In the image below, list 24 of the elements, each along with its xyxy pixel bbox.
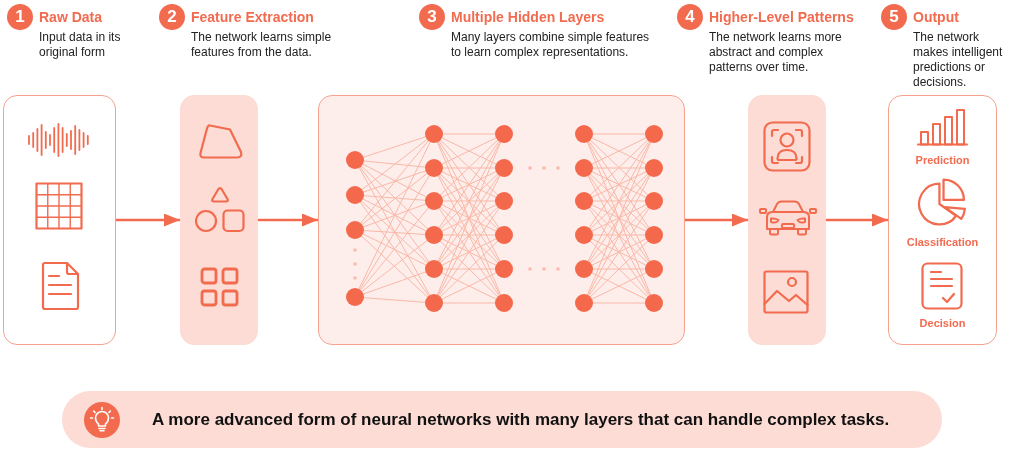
output-label: Decision xyxy=(919,316,966,330)
stage-title: Output xyxy=(913,8,959,27)
arrow xyxy=(116,213,180,227)
arrow xyxy=(826,213,888,227)
step-number: 2 xyxy=(159,4,185,30)
stage-title: Feature Extraction xyxy=(191,8,314,27)
step-number: 5 xyxy=(881,4,907,30)
stage-title: Multiple Hidden Layers xyxy=(451,8,605,27)
stage-description: Many layers combine simple features to learn complex representations. xyxy=(451,30,651,60)
output-label: Prediction xyxy=(915,153,970,167)
output-label: Classification xyxy=(906,235,979,249)
stage-description: The network learns more abstract and complex patterns over time. xyxy=(709,30,843,75)
stage-description: The network makes intelligent predictions or decisions. xyxy=(913,30,1004,90)
stage-description: Input data in its original form xyxy=(39,30,122,60)
step-number: 4 xyxy=(677,4,703,30)
step-number: 3 xyxy=(419,4,445,30)
stage-description: The network learns simple features from the data. xyxy=(191,30,333,60)
summary-banner xyxy=(62,391,942,448)
arrow xyxy=(685,213,748,227)
arrow xyxy=(258,213,318,227)
stage-title: Higher-Level Patterns xyxy=(709,8,854,27)
stage-title: Raw Data xyxy=(39,8,103,27)
summary-text: A more advanced form of neural networks with many layers that can handle complex tasks. xyxy=(152,409,890,430)
step-number: 1 xyxy=(7,4,33,30)
